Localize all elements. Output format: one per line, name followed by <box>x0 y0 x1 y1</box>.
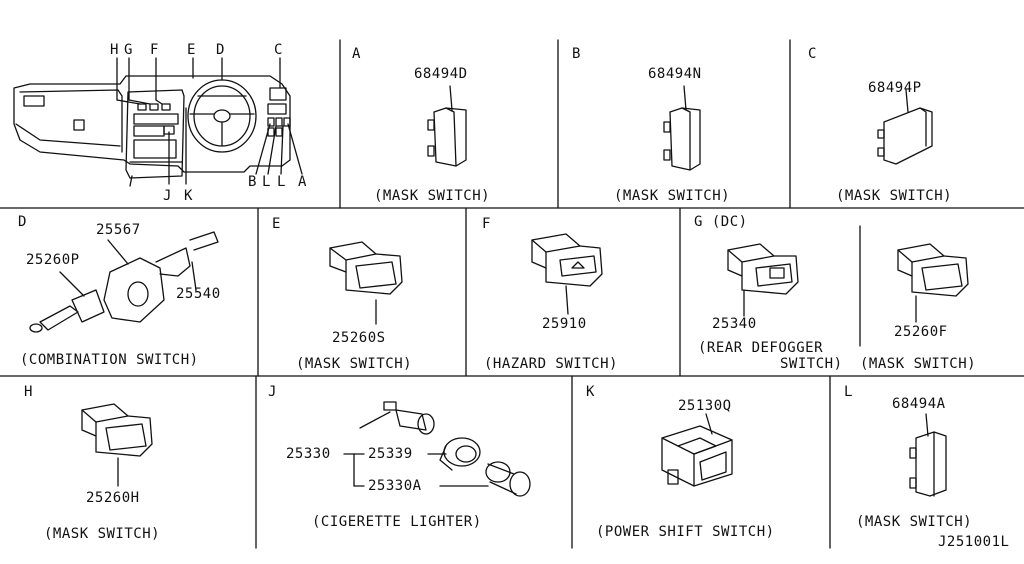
panel-g-caption-line1: (REAR DEFOGGER <box>698 340 824 356</box>
panel-g-caption-mask: (MASK SWITCH) <box>860 356 977 372</box>
overview-letter-g: G <box>124 42 133 58</box>
mask-switch-25260s-drawing <box>329 241 403 325</box>
panel-j-part-25330: 25330 <box>286 446 331 462</box>
panel-k-caption: (POWER SHIFT SWITCH) <box>596 524 775 540</box>
panel-h-letter: H <box>24 384 33 400</box>
panel-l-part-number: 68494A <box>892 396 946 412</box>
panel-l-caption: (MASK SWITCH) <box>856 514 973 530</box>
overview-letter-l-2: L <box>277 174 286 190</box>
panel-d-part-25260p: 25260P <box>26 252 80 268</box>
overview-letter-e: E <box>187 42 196 58</box>
panel-j-letter: J <box>268 384 277 400</box>
panel-d-letter: D <box>18 214 27 230</box>
panel-k-part-number: 25130Q <box>678 398 732 414</box>
panel-c-letter: C <box>808 46 817 62</box>
panel-b-part-number: 68494N <box>648 66 702 82</box>
panel-e-part-number: 25260S <box>332 330 386 346</box>
overview-letter-b: B <box>248 174 257 190</box>
panel-h-part-number: 25260H <box>86 490 140 506</box>
grid-lines <box>0 39 1024 549</box>
panel-d-part-25567: 25567 <box>96 222 141 238</box>
panel-j-part-25339: 25339 <box>368 446 413 462</box>
mask-switch-68494n-drawing <box>663 85 701 171</box>
panel-c-part-number: 68494P <box>868 80 922 96</box>
panel-f-letter: F <box>482 216 491 232</box>
mask-switch-68494d-drawing <box>427 85 467 167</box>
mask-switch-68494a-drawing <box>909 413 947 497</box>
mask-switch-68494p-drawing <box>877 89 933 165</box>
combination-switch-drawing <box>29 231 219 333</box>
panel-b-letter: B <box>572 46 581 62</box>
mask-switch-25260h-drawing <box>81 403 153 487</box>
panel-h-caption: (MASK SWITCH) <box>44 526 161 542</box>
overview-letter-a: A <box>298 174 307 190</box>
diagram-code: J251001L <box>938 534 1010 550</box>
panel-e-letter: E <box>272 216 281 232</box>
panel-f-caption: (HAZARD SWITCH) <box>484 356 618 372</box>
cigarette-lighter-drawing <box>343 401 531 497</box>
overview-letter-c: C <box>274 42 283 58</box>
panel-d-part-25540: 25540 <box>176 286 221 302</box>
panel-k-letter: K <box>586 384 595 400</box>
panel-a-part-number: 68494D <box>414 66 468 82</box>
panel-g-caption-line2: SWITCH) <box>780 356 843 372</box>
overview-letter-l: L <box>262 174 271 190</box>
panel-e-caption: (MASK SWITCH) <box>296 356 413 372</box>
panel-g-letter: G (DC) <box>694 214 748 230</box>
overview-letter-k: K <box>184 188 193 204</box>
panel-g-part-25340: 25340 <box>712 316 757 332</box>
overview-letter-h: H <box>110 42 119 58</box>
overview-letter-d: D <box>216 42 225 58</box>
overview-letter-j: J <box>163 188 172 204</box>
panel-l-letter: L <box>844 384 853 400</box>
panel-b-caption: (MASK SWITCH) <box>614 188 731 204</box>
panel-f-part-number: 25910 <box>542 316 587 332</box>
panel-j-caption: (CIGERETTE LIGHTER) <box>312 514 482 530</box>
panel-g-part-25260f: 25260F <box>894 324 948 340</box>
panel-a-caption: (MASK SWITCH) <box>374 188 491 204</box>
rear-defogger-switch-drawing <box>727 243 799 317</box>
panel-c-caption: (MASK SWITCH) <box>836 188 953 204</box>
overview-letter-f: F <box>150 42 159 58</box>
panel-a-letter: A <box>352 46 361 62</box>
power-shift-switch-drawing <box>661 413 733 487</box>
hazard-switch-drawing <box>531 233 603 315</box>
mask-switch-25260f-drawing <box>897 243 969 323</box>
panel-j-part-25330a: 25330A <box>368 478 422 494</box>
panel-d-caption: (COMBINATION SWITCH) <box>20 352 199 368</box>
dashboard-overview-drawing <box>13 57 303 187</box>
